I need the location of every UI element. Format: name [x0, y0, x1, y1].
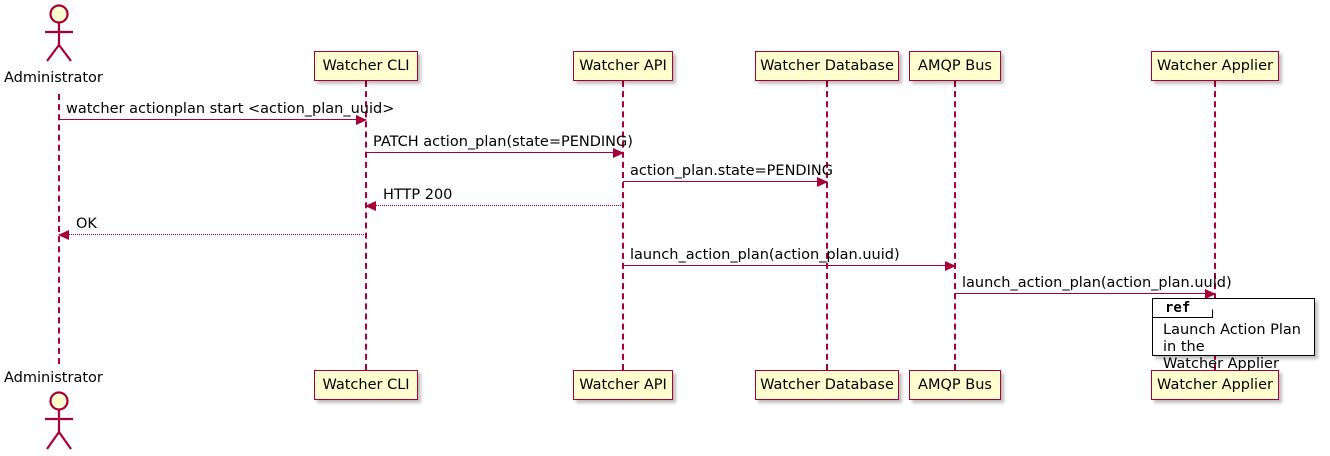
actor-administrator-bottom [34, 390, 84, 456]
message-line [59, 234, 366, 235]
arrowhead-right-icon [817, 176, 828, 187]
participant-label: Watcher API [579, 57, 667, 74]
ref-fragment-body: Launch Action Plan in the Watcher Applie… [1153, 319, 1316, 373]
participant-watcher-applier-bottom[interactable]: Watcher Applier [1151, 370, 1279, 400]
participant-label: AMQP Bus [918, 57, 992, 74]
arrowhead-left-icon [58, 229, 69, 240]
participant-label: Watcher Applier [1157, 57, 1273, 74]
lifeline-watcher-cli [365, 81, 367, 370]
message-line [623, 181, 827, 182]
lifeline-watcher-applier [1214, 81, 1216, 370]
arrowhead-right-icon [613, 147, 624, 158]
participant-watcher-api-top[interactable]: Watcher API [573, 51, 673, 81]
message-line [623, 265, 955, 266]
participant-label: Watcher CLI [322, 376, 410, 393]
actor-administrator-top [34, 3, 84, 67]
participant-label: Watcher API [579, 376, 667, 393]
participant-amqp-bus-top[interactable]: AMQP Bus [909, 51, 1001, 81]
message-label: PATCH action_plan(state=PENDING) [373, 133, 633, 150]
actor-label-administrator-top: Administrator [4, 70, 103, 86]
participant-watcher-cli-bottom[interactable]: Watcher CLI [314, 370, 418, 400]
participant-amqp-bus-bottom[interactable]: AMQP Bus [909, 370, 1001, 400]
lifeline-watcher-database [826, 81, 828, 370]
message-line [366, 152, 623, 153]
message-label: watcher actionplan start <action_plan_uu… [66, 100, 395, 117]
arrowhead-right-icon [356, 114, 367, 125]
message-line [955, 293, 1215, 294]
lifeline-administrator [58, 94, 60, 364]
message-label: OK [76, 215, 97, 232]
message-label: launch_action_plan(action_plan.uuid) [630, 246, 900, 263]
message-label: action_plan.state=PENDING [630, 162, 833, 179]
participant-watcher-api-bottom[interactable]: Watcher API [573, 370, 673, 400]
arrowhead-right-icon [945, 260, 956, 271]
actor-stick-figure-icon [45, 4, 73, 62]
actor-label-administrator-bottom: Administrator [4, 370, 103, 386]
ref-fragment-text-line-2: Watcher Applier [1163, 355, 1279, 372]
ref-fragment[interactable]: ref Launch Action Plan in the Watcher Ap… [1152, 298, 1315, 372]
participant-watcher-cli-top[interactable]: Watcher CLI [314, 51, 418, 81]
participant-label: Watcher Database [760, 57, 894, 74]
participant-label: Watcher Database [760, 376, 894, 393]
actor-stick-figure-icon [45, 391, 73, 450]
ref-fragment-tab-label: ref [1165, 300, 1191, 316]
participant-label: AMQP Bus [918, 376, 992, 393]
lifeline-watcher-api [622, 81, 624, 370]
message-label: HTTP 200 [383, 186, 453, 203]
participant-watcher-applier-top[interactable]: Watcher Applier [1151, 51, 1279, 81]
participant-watcher-database-bottom[interactable]: Watcher Database [755, 370, 899, 400]
message-line [59, 119, 366, 120]
ref-fragment-tab: ref [1153, 299, 1213, 318]
participant-label: Watcher CLI [322, 57, 410, 74]
arrowhead-right-icon [1205, 288, 1216, 299]
lifeline-amqp-bus [954, 81, 956, 370]
participant-watcher-database-top[interactable]: Watcher Database [755, 51, 899, 81]
participant-label: Watcher Applier [1157, 376, 1273, 393]
message-line [366, 205, 623, 206]
ref-fragment-text-line-1: Launch Action Plan in the [1163, 322, 1301, 355]
arrowhead-left-icon [365, 200, 376, 211]
message-label: launch_action_plan(action_plan.uuid) [962, 274, 1232, 291]
